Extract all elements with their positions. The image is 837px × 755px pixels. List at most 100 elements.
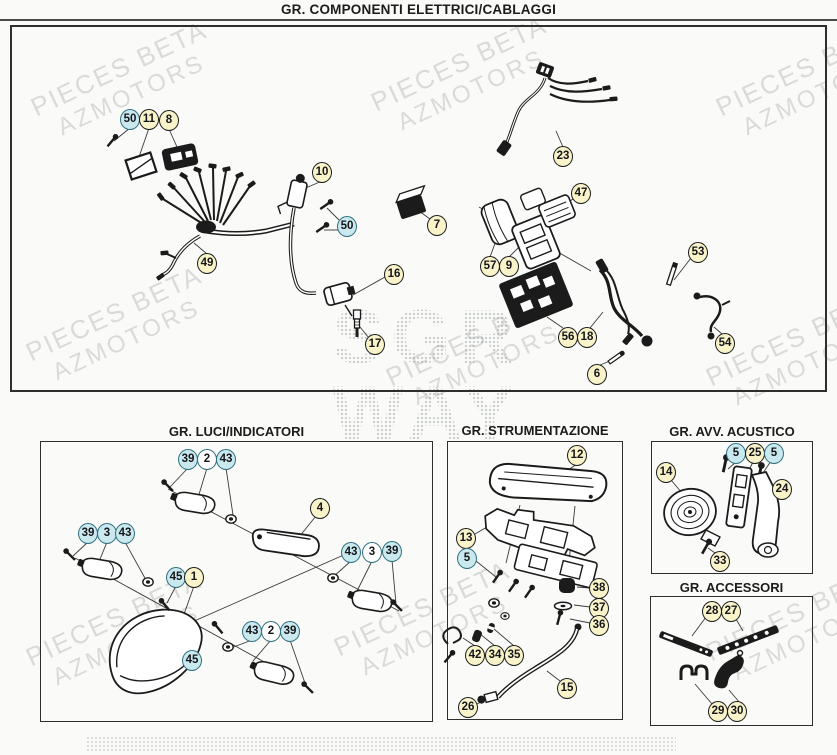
callout-45: 45 [166, 566, 186, 588]
part-main-harness-49 [155, 163, 295, 281]
electrical-components-box [10, 25, 827, 392]
callout-5: 5 [457, 547, 477, 569]
callout-49: 49 [197, 252, 217, 274]
callout-43: 43 [341, 541, 361, 563]
section-title-luci: GR. LUCI/INDICATORI [168, 424, 305, 439]
page-title: GR. COMPONENTI ELETTRICI/CABLAGGI [280, 2, 557, 17]
instrumentation-box [447, 441, 623, 720]
callout-11: 11 [139, 108, 159, 130]
callout-3: 3 [97, 522, 117, 544]
callout-50: 50 [337, 215, 357, 237]
callout-17: 17 [365, 333, 385, 355]
callout-39: 39 [382, 540, 402, 562]
part-switch-8 [161, 143, 199, 171]
title-rule [0, 19, 837, 21]
callout-34: 34 [485, 644, 505, 666]
part-spark-plug-cap-16 [323, 281, 356, 317]
part-screw-50a [105, 132, 120, 149]
lights-indicators-box [40, 441, 433, 722]
part-screw-36 [554, 609, 564, 626]
section-title-strumentazione: GR. STRUMENTAZIONE [461, 423, 609, 438]
part-clip-30 [714, 649, 744, 689]
part-washer-37 [553, 601, 573, 611]
part-bracket-13 [484, 507, 598, 620]
part-indicator-rear-left [222, 642, 315, 695]
callout-53: 53 [688, 241, 708, 263]
part-cable-54 [693, 292, 731, 340]
part-spacer-35 [487, 622, 495, 634]
callout-2: 2 [261, 620, 281, 642]
part-screw-6 [607, 350, 625, 365]
callout-29: 29 [708, 700, 728, 722]
part-clip-29 [679, 664, 709, 680]
callout-18: 18 [577, 326, 597, 348]
part-cover-47a [538, 194, 576, 228]
callout-43: 43 [242, 620, 262, 642]
part-ecu-9 [511, 214, 561, 270]
callout-10: 10 [312, 161, 332, 183]
callout-1: 1 [184, 566, 204, 588]
callout-24: 24 [772, 478, 792, 500]
part-bushing-34 [472, 629, 482, 643]
callout-16: 16 [384, 263, 404, 285]
callout-13: 13 [456, 527, 476, 549]
callout-4: 4 [310, 497, 330, 519]
callout-57: 57 [480, 255, 500, 277]
callout-15: 15 [557, 677, 577, 699]
callout-39: 39 [178, 448, 198, 470]
part-clip-42 [442, 626, 462, 665]
callout-35: 35 [504, 644, 524, 666]
callout-5: 5 [764, 442, 784, 464]
callout-6: 6 [587, 363, 607, 385]
callout-43: 43 [115, 522, 135, 544]
part-plate-25 [725, 465, 753, 529]
callout-50: 50 [120, 108, 140, 130]
accessories-box [650, 596, 813, 726]
part-indicator-rear-right [327, 573, 404, 620]
callout-42: 42 [465, 644, 485, 666]
part-cable-15 [496, 623, 582, 699]
callout-5: 5 [726, 442, 746, 464]
callout-30: 30 [727, 700, 747, 722]
callout-45: 45 [182, 649, 202, 671]
part-ecu-assembly [478, 187, 592, 272]
callout-56: 56 [558, 326, 578, 348]
callout-9: 9 [499, 255, 519, 277]
callout-3: 3 [362, 541, 382, 563]
part-strap-27 [717, 625, 779, 655]
callout-39: 39 [78, 522, 98, 544]
callout-36: 36 [589, 614, 609, 636]
part-harness-18 [595, 258, 653, 347]
callout-54: 54 [715, 332, 735, 354]
part-cdi-unit-11 [124, 151, 158, 181]
part-wiring-23 [496, 62, 618, 156]
callout-25: 25 [745, 442, 765, 464]
callout-39: 39 [280, 620, 300, 642]
callout-7: 7 [427, 214, 447, 236]
halftone-strip [86, 736, 676, 752]
section-title-accessori: GR. ACCESSORI [679, 580, 784, 595]
part-connector-26 [477, 690, 499, 704]
callout-2: 2 [197, 448, 217, 470]
part-headlight-1-45 [108, 596, 225, 695]
part-relay-7 [395, 184, 426, 220]
callout-43: 43 [216, 448, 236, 470]
callout-26: 26 [458, 696, 478, 718]
horn-box [651, 441, 813, 574]
callout-37: 37 [589, 597, 609, 619]
part-horn-14 [663, 487, 721, 547]
part-strap-28 [659, 631, 713, 657]
part-rubber-boot-57 [480, 198, 520, 246]
callout-8: 8 [159, 109, 179, 131]
part-regulator-56 [499, 262, 573, 328]
part-coil-screws-50b [314, 197, 335, 235]
callout-27: 27 [721, 600, 741, 622]
callout-47: 47 [571, 182, 591, 204]
section-title-acustico: GR. AVV. ACUSTICO [669, 424, 795, 439]
part-pin-53 [665, 261, 679, 287]
callout-28: 28 [702, 600, 722, 622]
callout-33: 33 [710, 550, 730, 572]
part-spark-plug-17 [352, 309, 362, 337]
